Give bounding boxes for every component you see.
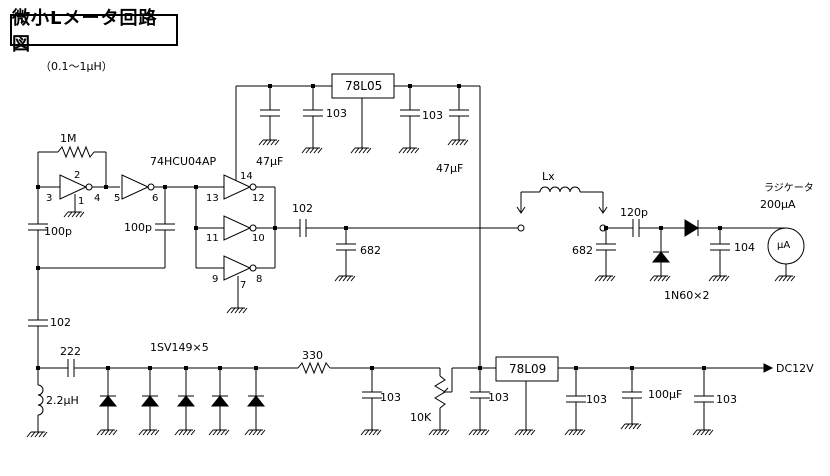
- label-cap-682-b: 682: [572, 244, 593, 257]
- label-cap-103-a: 103: [326, 107, 347, 120]
- label-pin6: 6: [152, 193, 159, 204]
- varicap-1: [98, 395, 118, 407]
- page-subtitle: （0.1～1μH）: [40, 60, 113, 73]
- inductor-lx: [539, 186, 581, 193]
- label-pin14: 14: [240, 171, 253, 182]
- label-cap-103-e: 103: [586, 393, 607, 406]
- resistor-330: [297, 361, 331, 375]
- label-pin3: 3: [46, 193, 53, 204]
- label-cap-47uf-b: 47μF: [436, 162, 464, 175]
- label-meter-2: 200μA: [760, 198, 796, 211]
- inductor-2-2uh: [37, 384, 44, 416]
- label-r-1m: 1M: [60, 132, 77, 145]
- label-reg-78l05: 78L05: [345, 79, 383, 93]
- label-pin11: 11: [206, 233, 219, 244]
- label-pin8: 8: [256, 274, 263, 285]
- regulator-78l09: [495, 356, 559, 382]
- label-pin2: 2: [74, 170, 81, 181]
- varicap-2: [140, 395, 160, 407]
- label-pin10: 10: [252, 233, 265, 244]
- varicap-3: [176, 395, 196, 407]
- label-meter-symbol: μA: [777, 240, 791, 251]
- label-cap-102-b: 102: [50, 316, 71, 329]
- label-cap-120p: 120p: [620, 206, 648, 219]
- label-pin12: 12: [252, 193, 265, 204]
- label-meter-1: ラジケータ: [764, 183, 814, 194]
- label-cap-104: 104: [734, 241, 755, 254]
- label-cap-100p-a: 100p: [44, 225, 72, 238]
- label-cap-100uf: 100μF: [648, 388, 683, 401]
- label-pin13: 13: [206, 193, 219, 204]
- label-cap-103-b: 103: [422, 109, 443, 122]
- label-cap-103-c: 103: [380, 391, 401, 404]
- label-diode-1n60: 1N60×2: [664, 289, 710, 302]
- inverter-5: [223, 255, 252, 281]
- label-dc12v: DC12V: [776, 362, 814, 375]
- label-cap-100p-b: 100p: [124, 221, 152, 234]
- inverter-1: [59, 174, 88, 200]
- label-cap-102-a: 102: [292, 202, 313, 215]
- label-pin4: 4: [94, 193, 101, 204]
- label-cap-682-a: 682: [360, 244, 381, 257]
- label-cap-222: 222: [60, 345, 81, 358]
- label-cap-103-d: 103: [488, 391, 509, 404]
- terminal-left: [517, 224, 525, 232]
- varicap-5: [246, 395, 266, 407]
- label-cap-103-f: 103: [716, 393, 737, 406]
- page-title: 微小Lメータ回路図: [10, 8, 178, 55]
- label-pin1: 1: [78, 196, 85, 207]
- inverter-2: [121, 174, 150, 200]
- label-lx: Lx: [542, 170, 555, 183]
- diode-1n60-b: [684, 219, 699, 237]
- label-cap-47uf-a: 47μF: [256, 155, 284, 168]
- inverter-3: [223, 174, 252, 200]
- diode-1n60-a: [651, 251, 671, 263]
- label-pin5: 5: [114, 193, 121, 204]
- label-ic-74hcu04: 74HCU04AP: [150, 155, 217, 168]
- label-pot-10k: 10K: [410, 411, 432, 424]
- label-varicap: 1SV149×5: [150, 341, 209, 354]
- label-inductor-22uh: 2.2μH: [46, 394, 79, 407]
- inverter-4: [223, 215, 252, 241]
- resistor-1m: [57, 145, 95, 159]
- label-reg-78l09: 78L09: [509, 362, 547, 376]
- varicap-4: [210, 395, 230, 407]
- label-pin9: 9: [212, 274, 219, 285]
- label-pin7: 7: [240, 280, 247, 291]
- label-r-330: 330: [302, 349, 323, 362]
